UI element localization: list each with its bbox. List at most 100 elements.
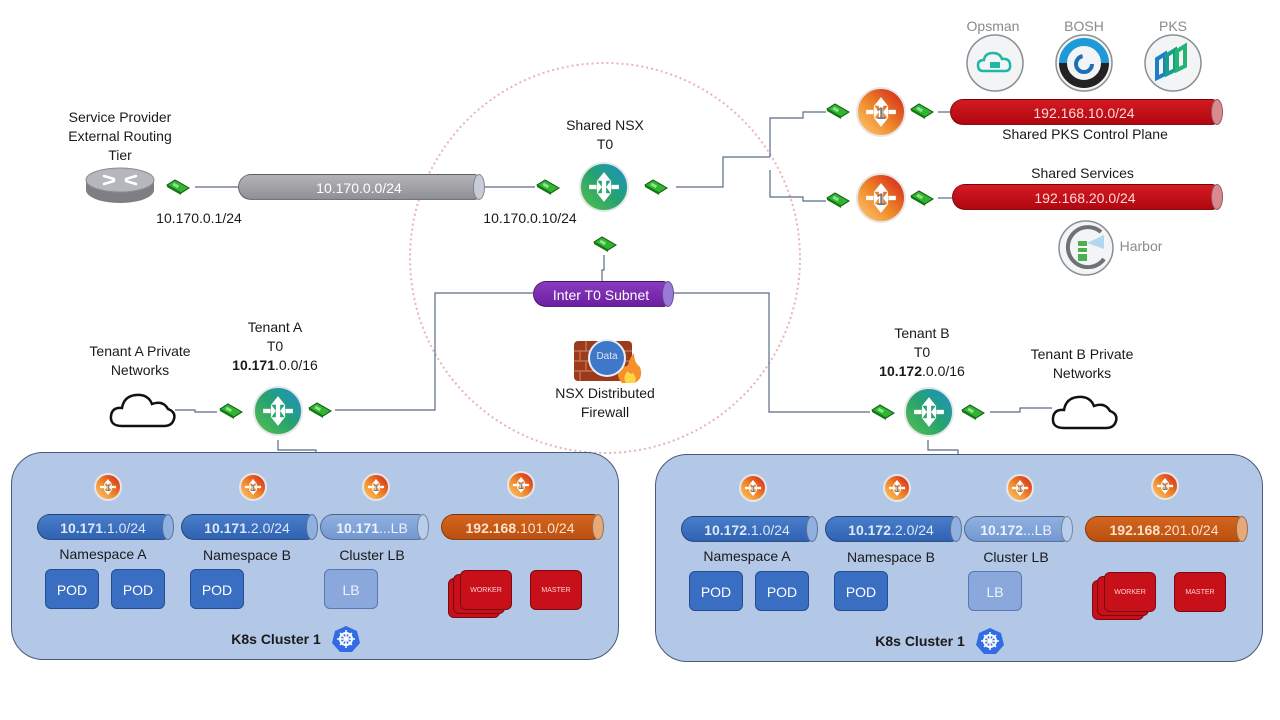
shared-services-subnet-pipe[interactable]: 192.168.20.0/24: [952, 184, 1223, 210]
shared-services-t1-router-icon[interactable]: 1: [855, 172, 907, 224]
segment-pipe[interactable]: 192.168.101.0/24: [441, 514, 604, 540]
segment-t1-router-icon[interactable]: 1: [738, 473, 768, 503]
network-interface-icon: [536, 179, 560, 195]
inter-t0-subnet-pipe[interactable]: Inter T0 Subnet: [533, 281, 674, 307]
segment-cidr-rest: ...LB: [379, 520, 408, 536]
segment-cidr-rest: .1.0/24: [103, 520, 146, 536]
opsman-icon[interactable]: [965, 33, 1025, 93]
segment-t1-router-icon[interactable]: 1: [361, 472, 391, 502]
link-inter-tenant-b: [673, 292, 870, 413]
tenant-b-cidr-rest: .0.0/16: [922, 363, 965, 379]
segment-pipe[interactable]: 10.171.2.0/24: [181, 514, 318, 540]
worker-node[interactable]: WORKER: [1104, 572, 1156, 612]
link-shared-t0-fanout: [676, 156, 770, 188]
segment-caption: Cluster LB: [983, 549, 1049, 565]
tenant-b-name-line: T0: [913, 344, 931, 360]
control-plane-subnet-pipe[interactable]: 192.168.10.0/24: [950, 99, 1223, 125]
shared-t0-title-line: Shared NSX: [566, 117, 644, 133]
tenant-b-private-line: Networks: [1052, 365, 1112, 381]
svg-text:1: 1: [750, 484, 755, 494]
segment-t1-router-icon[interactable]: 1: [93, 472, 123, 502]
network-interface-icon: [826, 192, 850, 208]
segment-t1-router-icon[interactable]: 1: [882, 473, 912, 503]
segment-cidr-bold: 10.171: [336, 520, 380, 536]
network-interface-icon: [910, 103, 934, 119]
shared-nsx-boundary: [409, 62, 801, 454]
segment-t1-router-icon[interactable]: 1: [506, 470, 536, 500]
tenant-a-t0-router-icon[interactable]: [252, 385, 304, 437]
pod-box[interactable]: POD: [834, 571, 888, 611]
tenant-a-cidr-bold: 10.171: [232, 357, 275, 373]
firewall-icon[interactable]: [572, 335, 644, 387]
shared-t0-title-line: T0: [596, 136, 614, 152]
firewall-caption-line: NSX Distributed: [555, 385, 655, 401]
cluster-title: K8s Cluster 1: [875, 633, 965, 649]
link-cloud-a: [175, 409, 217, 413]
segment-caption: Cluster LB: [339, 547, 405, 563]
segment-t1-router-icon[interactable]: 1: [238, 472, 268, 502]
segment-pipe[interactable]: 10.172...LB: [964, 516, 1073, 542]
pod-box[interactable]: POD: [190, 569, 244, 609]
segment-pipe[interactable]: 10.172.1.0/24: [681, 516, 818, 542]
shared-services-caption: Shared Services: [1031, 165, 1134, 181]
segment-caption: Namespace A: [703, 548, 791, 564]
segment-pipe[interactable]: 10.171...LB: [320, 514, 429, 540]
network-interface-icon: [219, 403, 243, 419]
shared-t0-ip: 10.170.0.10/24: [483, 210, 577, 226]
worker-node[interactable]: WORKER: [460, 570, 512, 610]
pks-label: PKS: [1158, 18, 1187, 34]
segment-cidr-rest: ...LB: [1023, 522, 1052, 538]
lb-box[interactable]: LB: [968, 571, 1022, 611]
shared-t0-router-icon[interactable]: [578, 161, 630, 213]
link-shared-t0-inter: [601, 255, 605, 282]
external-subnet-pipe[interactable]: 10.170.0.0/24: [238, 174, 485, 200]
master-node[interactable]: MASTER: [1174, 572, 1226, 612]
physical-router-icon[interactable]: [84, 166, 156, 206]
svg-text:1: 1: [1017, 484, 1022, 494]
firewall-badge: Data: [596, 351, 618, 362]
segment-t1-router-icon[interactable]: 1: [1150, 471, 1180, 501]
master-node[interactable]: MASTER: [530, 570, 582, 610]
tenant-b-private-label: Tenant B Private Networks: [1022, 345, 1142, 383]
pod-box[interactable]: POD: [755, 571, 809, 611]
pod-box[interactable]: POD: [111, 569, 165, 609]
tenant-a-cidr: 10.171.0.0/16: [215, 356, 335, 375]
segment-caption: Namespace A: [59, 546, 147, 562]
segment-pipe[interactable]: 192.168.201.0/24: [1085, 516, 1248, 542]
pod-box[interactable]: POD: [45, 569, 99, 609]
control-plane-t1-router-icon[interactable]: 1: [855, 86, 907, 138]
link-inter-tenant-a: [335, 292, 533, 411]
network-interface-icon: [871, 404, 895, 420]
tenant-a-cloud-icon[interactable]: [108, 386, 178, 430]
network-interface-icon: [593, 236, 617, 252]
bosh-icon[interactable]: [1054, 33, 1114, 93]
external-ip: 10.170.0.1/24: [156, 210, 242, 226]
svg-text:1: 1: [105, 483, 110, 493]
tenant-a-private-line: Tenant A Private: [89, 343, 191, 359]
segment-pipe[interactable]: 10.171.1.0/24: [37, 514, 174, 540]
opsman-label: Opsman: [966, 18, 1020, 34]
tenant-b-cloud-icon[interactable]: [1050, 388, 1120, 432]
segment-t1-router-icon[interactable]: 1: [1005, 473, 1035, 503]
tenant-a-cidr-rest: .0.0/16: [275, 357, 318, 373]
pod-box[interactable]: POD: [689, 571, 743, 611]
link-cloud-b: [990, 407, 1052, 413]
lb-box[interactable]: LB: [324, 569, 378, 609]
segment-pipe[interactable]: 10.172.2.0/24: [825, 516, 962, 542]
segment-cidr-rest: .2.0/24: [247, 520, 290, 536]
link-to-control-plane: [769, 111, 826, 157]
pks-icon[interactable]: [1143, 33, 1203, 93]
svg-text:1: 1: [1162, 482, 1167, 492]
network-interface-icon: [826, 103, 850, 119]
segment-cidr-bold: 10.172: [980, 522, 1024, 538]
svg-text:1: 1: [876, 104, 885, 123]
segment-cidr-bold: 10.171: [204, 520, 247, 536]
tenant-a-t0-title: Tenant A T0 10.171.0.0/16: [215, 318, 335, 375]
harbor-icon[interactable]: [1056, 219, 1116, 279]
segment-caption: Namespace B: [203, 547, 291, 563]
tenant-b-cidr-bold: 10.172: [879, 363, 922, 379]
svg-text:1: 1: [373, 483, 378, 493]
tenant-b-t0-router-icon[interactable]: [903, 386, 955, 438]
cluster-title: K8s Cluster 1: [231, 631, 321, 647]
segment-cidr-bold: 192.168: [465, 520, 517, 536]
